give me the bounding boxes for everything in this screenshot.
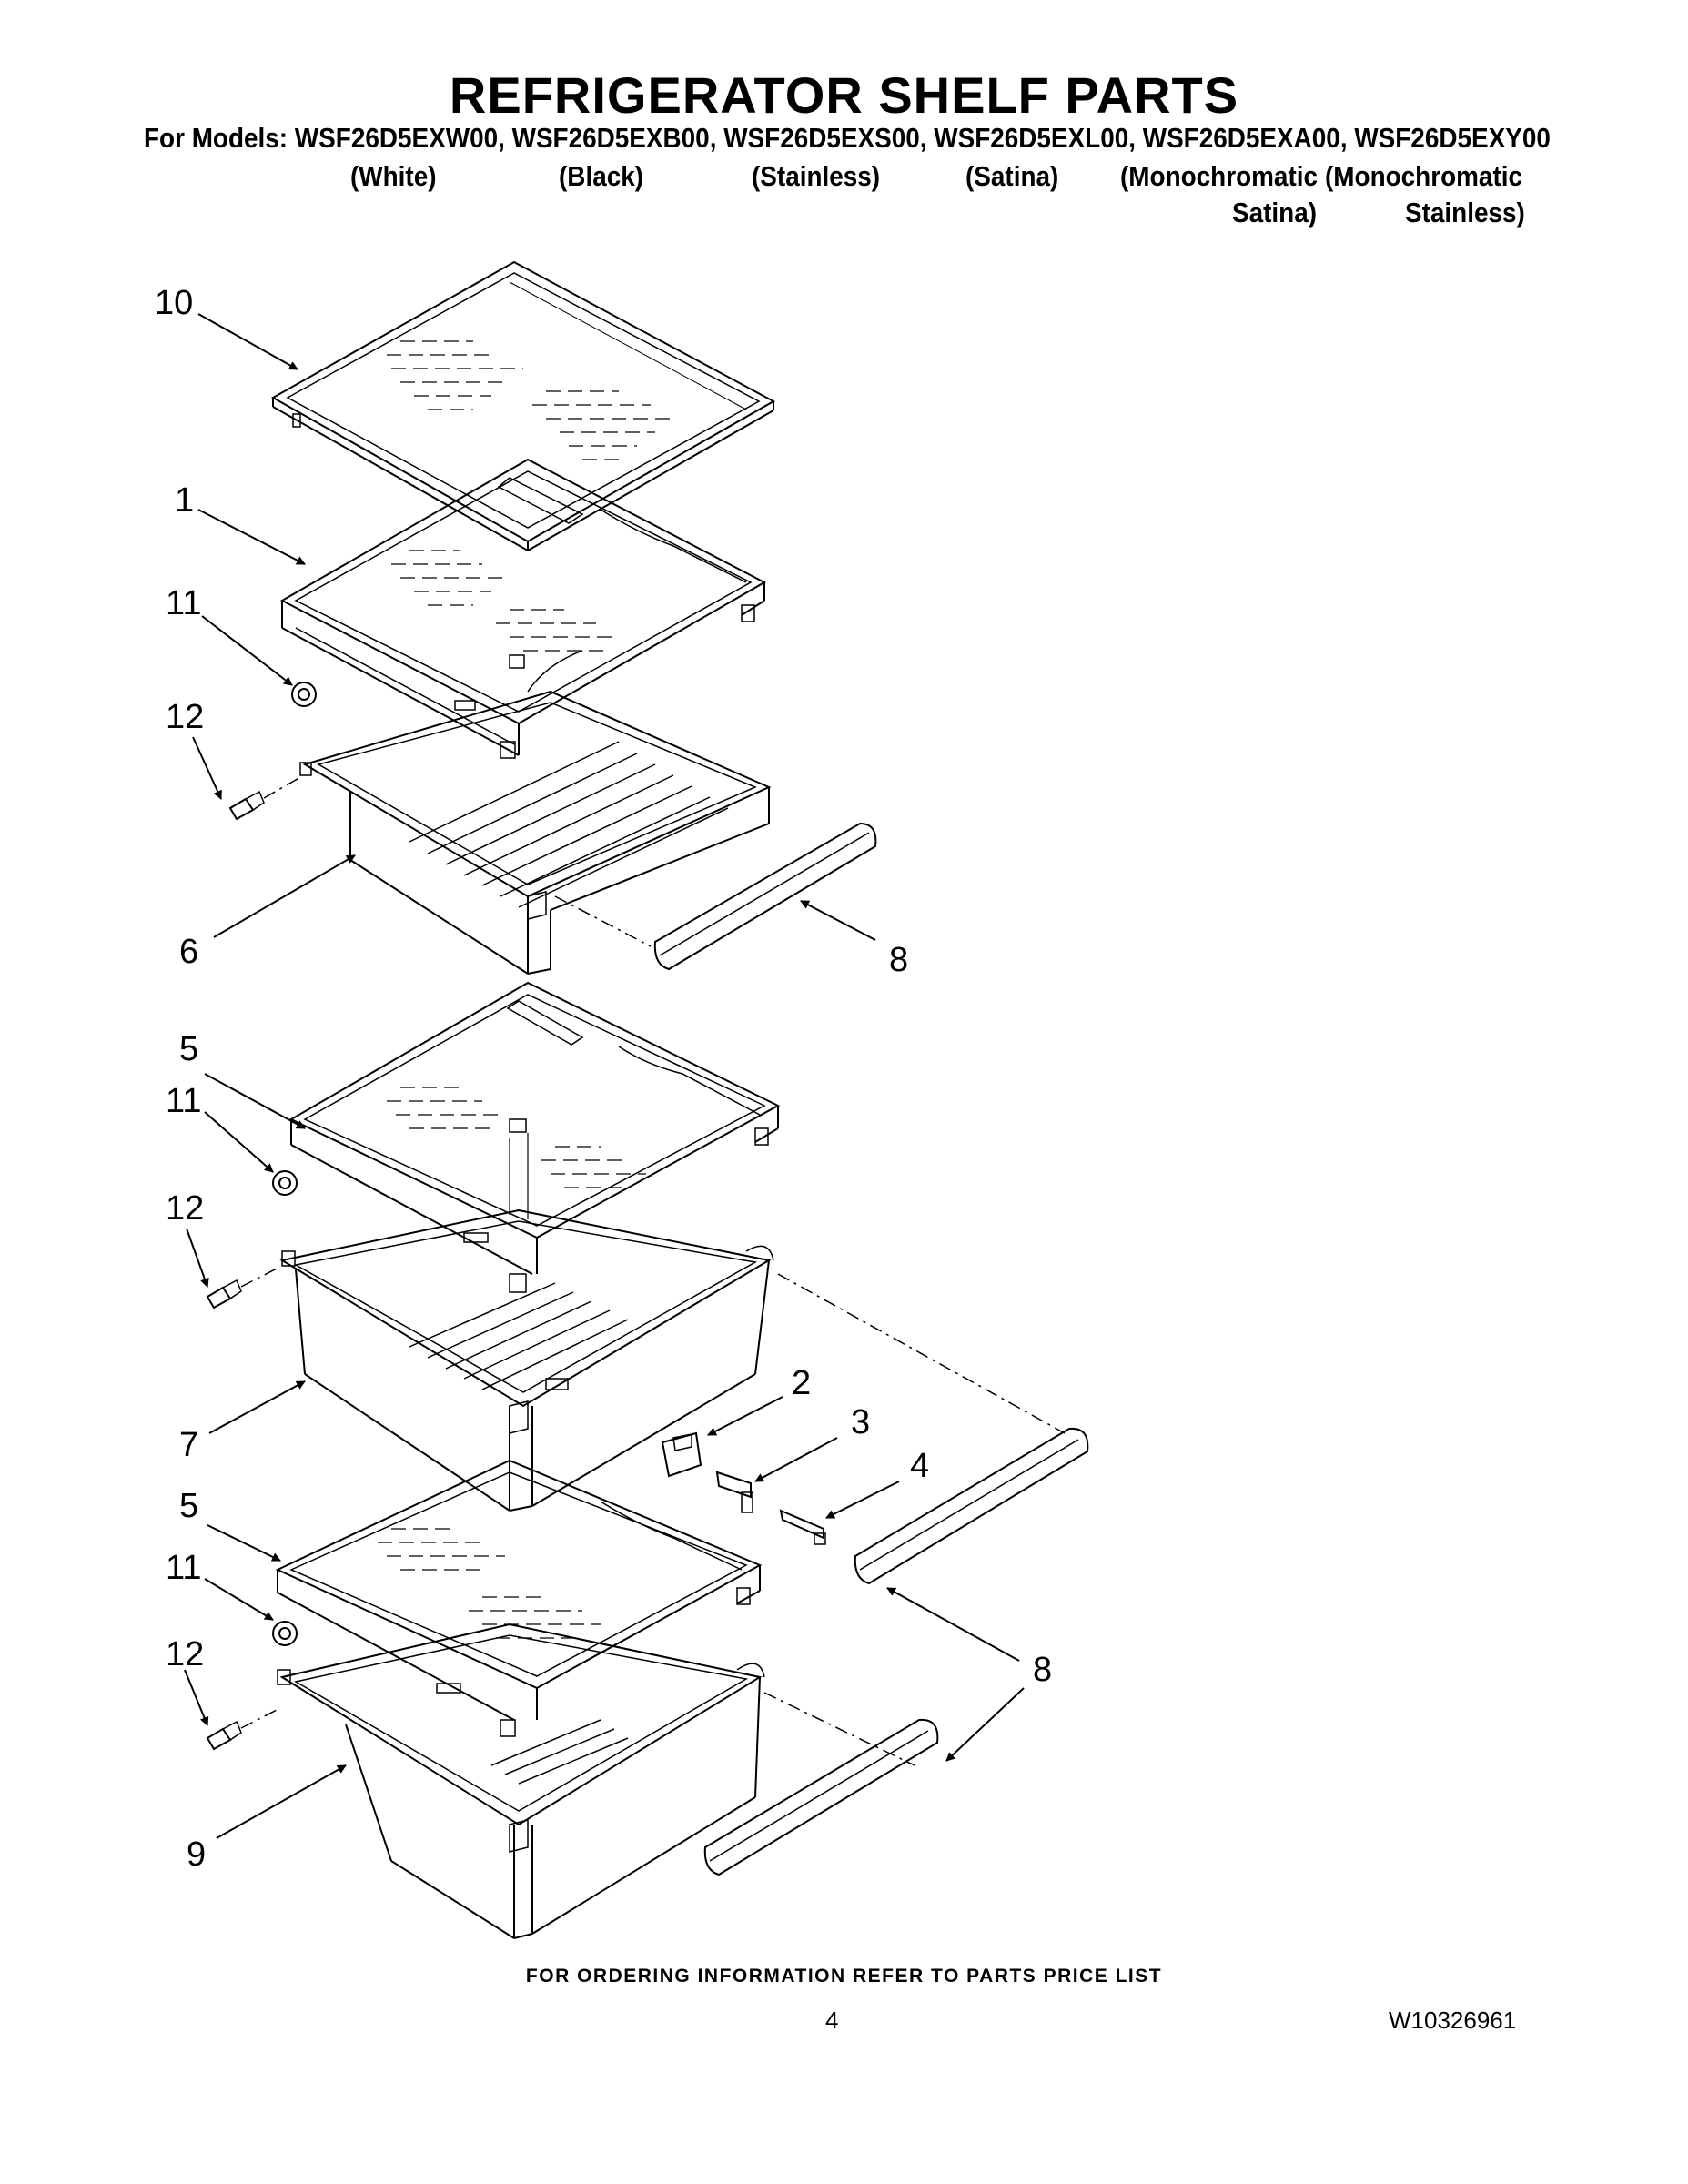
screw-12-middle-drawing [206, 1279, 242, 1309]
variant-mono-satina-line1: (Monochromatic [1120, 160, 1319, 192]
variant-mono-satina-line2: Satina) [1232, 197, 1318, 228]
page-number: 4 [825, 2007, 839, 2034]
callouts: 10 1 11 12 6 8 5 11 12 7 2 3 4 5 11 12 8… [155, 284, 1052, 1874]
screw-12-lower-drawing [206, 1720, 242, 1751]
variant-black: (Black) [559, 160, 644, 192]
roller-11-middle-drawing [272, 1170, 298, 1196]
callout-10: 10 [155, 284, 193, 322]
shelf-1-drawing [279, 458, 767, 759]
models-line: For Models: WSF26D5EXW00, WSF26D5EXB00, … [144, 122, 1551, 154]
callout-8-upper: 8 [889, 941, 908, 979]
roller-11-upper-drawing [291, 682, 317, 707]
ordering-note: FOR ORDERING INFORMATION REFER TO PARTS … [525, 1966, 1163, 1987]
callout-2: 2 [792, 1364, 811, 1402]
document-number: W10326961 [1389, 2007, 1517, 2034]
variant-white: (White) [350, 160, 437, 192]
callout-12-lower: 12 [166, 1635, 204, 1673]
variant-mono-stainless-line2: Stainless) [1405, 197, 1525, 228]
callout-9: 9 [187, 1835, 206, 1874]
variant-satina: (Satina) [965, 160, 1059, 192]
screw-12-upper-drawing [228, 790, 265, 821]
callout-3: 3 [851, 1403, 870, 1441]
shelf-5-middle-drawing [288, 981, 781, 1293]
rail-8-middle-drawing [854, 1427, 1089, 1585]
callout-11-upper: 11 [166, 584, 201, 622]
assembly-lines [240, 775, 1066, 1766]
callout-7: 7 [179, 1426, 198, 1464]
part-3-drawing [715, 1471, 753, 1513]
callout-5-middle: 5 [179, 1030, 198, 1068]
shelf-10-drawing [270, 260, 776, 551]
page-title: REFRIGERATOR SHELF PARTS [449, 66, 1239, 124]
drawer-6-drawing [299, 690, 772, 975]
drawer-9-drawing [277, 1623, 765, 1939]
leader-arrows [184, 313, 1025, 1839]
callout-8-lower: 8 [1033, 1651, 1052, 1689]
roller-11-lower-drawing [272, 1621, 298, 1646]
callout-5-lower: 5 [179, 1487, 198, 1525]
rail-8-lower-drawing [703, 1718, 939, 1876]
rail-8-upper-drawing [653, 822, 877, 971]
callout-11-lower: 11 [166, 1549, 201, 1587]
variant-mono-stainless-line1: (Monochromatic [1325, 160, 1523, 192]
part-4-drawing [779, 1509, 826, 1545]
callout-6: 6 [179, 933, 198, 971]
callout-4: 4 [910, 1447, 929, 1485]
shelf-5-lower-drawing [275, 1459, 763, 1737]
callout-12-upper: 12 [166, 698, 204, 736]
part-2-drawing [661, 1431, 702, 1478]
callout-11-middle: 11 [166, 1082, 201, 1120]
drawer-7-drawing [279, 1208, 774, 1512]
callout-1: 1 [175, 481, 194, 520]
variant-stainless: (Stainless) [752, 160, 881, 192]
callout-12-middle: 12 [166, 1189, 204, 1228]
